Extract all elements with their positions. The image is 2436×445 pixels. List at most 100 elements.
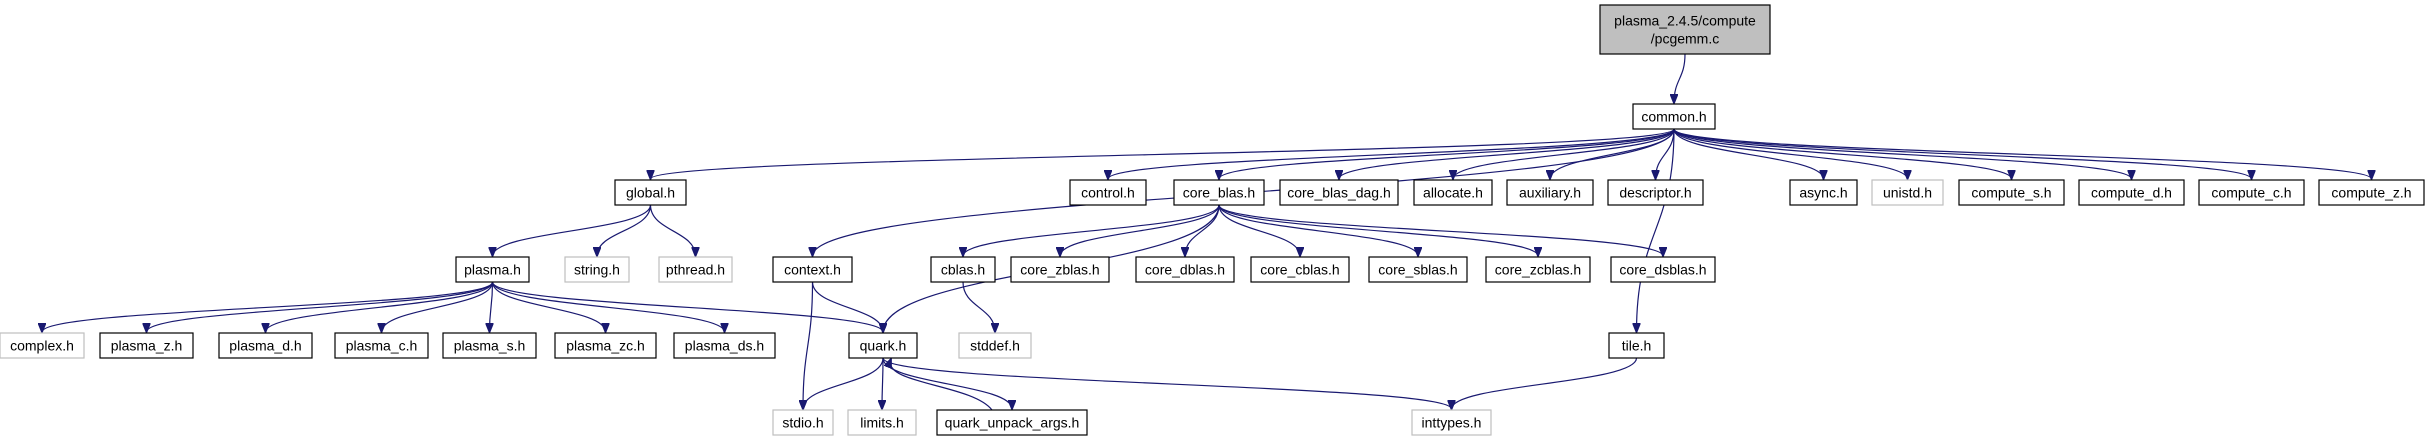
node-box	[1958, 179, 2065, 206]
node-root[interactable]: plasma_2.4.5/compute/pcgemm.c	[1599, 4, 1771, 55]
node-box	[2198, 179, 2305, 206]
node-label: pthread.h	[666, 262, 725, 278]
node-inttypes-h[interactable]: inttypes.h	[1411, 409, 1492, 436]
node-label: plasma_2.4.5/compute	[1614, 13, 1756, 29]
node-label: control.h	[1081, 185, 1135, 201]
node-box	[1485, 256, 1591, 283]
node-complex-h[interactable]: complex.h	[0, 332, 85, 359]
edge-common-h-to-tile-h	[1637, 128, 1675, 332]
node-box	[1368, 256, 1468, 283]
node-string-h[interactable]: string.h	[564, 256, 630, 283]
node-core-blas-h[interactable]: core_blas.h	[1173, 179, 1265, 206]
node-stddef-h[interactable]: stddef.h	[958, 332, 1032, 359]
node-box	[1413, 179, 1493, 206]
node-label: plasma_s.h	[454, 338, 526, 354]
node-async-h[interactable]: async.h	[1789, 179, 1858, 206]
edge-tile-h-to-inttypes-h	[1452, 357, 1638, 409]
node-label: async.h	[1799, 185, 1847, 201]
node-label: core_cblas.h	[1260, 262, 1339, 278]
edge-plasma-h-to-complex-h	[42, 281, 494, 332]
node-label: plasma_c.h	[346, 338, 418, 354]
node-unistd-h[interactable]: unistd.h	[1871, 179, 1944, 206]
node-box	[1506, 179, 1594, 206]
node-label: compute_d.h	[2091, 185, 2172, 201]
node-label: string.h	[574, 262, 620, 278]
node-box	[930, 256, 996, 283]
node-box	[334, 332, 429, 359]
edge-context-h-to-quark-h	[811, 281, 884, 332]
node-box	[442, 332, 537, 359]
node-box	[658, 256, 733, 283]
node-label: auxiliary.h	[1519, 185, 1581, 201]
node-cblas-h[interactable]: cblas.h	[930, 256, 996, 283]
node-label: global.h	[626, 185, 675, 201]
node-descriptor-h[interactable]: descriptor.h	[1607, 179, 1704, 206]
node-box	[848, 332, 918, 359]
node-label: cblas.h	[941, 262, 985, 278]
edge-global-h-to-plasma-h	[493, 204, 652, 256]
node-box	[1173, 179, 1265, 206]
node-label: plasma.h	[464, 262, 521, 278]
node-box	[1607, 179, 1704, 206]
node-core-cblas-h[interactable]: core_cblas.h	[1250, 256, 1350, 283]
edge-common-h-to-compute-c-h	[1673, 128, 2252, 179]
node-box	[1250, 256, 1350, 283]
edges-layer	[42, 53, 2372, 411]
node-box	[772, 409, 834, 436]
node-plasma-ds-h[interactable]: plasma_ds.h	[673, 332, 776, 359]
edge-cblas-h-to-stddef-h	[962, 281, 995, 332]
node-box	[0, 332, 85, 359]
node-label: allocate.h	[1423, 185, 1483, 201]
node-plasma-z-h[interactable]: plasma_z.h	[99, 332, 194, 359]
node-label: compute_c.h	[2211, 185, 2291, 201]
node-quark-unpack-args-h[interactable]: quark_unpack_args.h	[936, 409, 1088, 436]
node-core-zcblas-h[interactable]: core_zcblas.h	[1485, 256, 1591, 283]
node-pthread-h[interactable]: pthread.h	[658, 256, 733, 283]
node-plasma-c-h[interactable]: plasma_c.h	[334, 332, 429, 359]
node-tile-h[interactable]: tile.h	[1608, 332, 1665, 359]
node-global-h[interactable]: global.h	[614, 179, 687, 206]
node-box	[1610, 256, 1716, 283]
node-compute-d-h[interactable]: compute_d.h	[2078, 179, 2185, 206]
node-box	[1411, 409, 1492, 436]
node-compute-c-h[interactable]: compute_c.h	[2198, 179, 2305, 206]
node-box	[1135, 256, 1235, 283]
edge-root-to-common-h	[1674, 53, 1686, 103]
node-box	[1871, 179, 1944, 206]
node-core-blas-dag-h[interactable]: core_blas_dag.h	[1279, 179, 1399, 206]
node-plasma-zc-h[interactable]: plasma_zc.h	[554, 332, 657, 359]
node-box	[673, 332, 776, 359]
node-control-h[interactable]: control.h	[1069, 179, 1147, 206]
edge-common-h-to-compute-z-h	[1673, 128, 2372, 179]
node-core-dblas-h[interactable]: core_dblas.h	[1135, 256, 1235, 283]
node-label: compute_s.h	[1971, 185, 2051, 201]
edge-core-blas-h-to-core-dblas-h	[1185, 204, 1220, 256]
node-core-dsblas-h[interactable]: core_dsblas.h	[1610, 256, 1716, 283]
edge-common-h-to-core-blas-h	[1219, 128, 1675, 179]
node-common-h[interactable]: common.h	[1632, 103, 1716, 130]
node-box	[1632, 103, 1716, 130]
node-limits-h[interactable]: limits.h	[847, 409, 917, 436]
edge-common-h-to-async-h	[1673, 128, 1824, 179]
node-core-sblas-h[interactable]: core_sblas.h	[1368, 256, 1468, 283]
node-auxiliary-h[interactable]: auxiliary.h	[1506, 179, 1594, 206]
node-context-h[interactable]: context.h	[772, 256, 853, 283]
node-plasma-d-h[interactable]: plasma_d.h	[218, 332, 313, 359]
edge-quark-unpack-args-h-to-quark-h	[890, 359, 993, 411]
node-box	[455, 256, 530, 283]
node-label: complex.h	[10, 338, 74, 354]
node-allocate-h[interactable]: allocate.h	[1413, 179, 1493, 206]
node-quark-h[interactable]: quark.h	[848, 332, 918, 359]
node-compute-z-h[interactable]: compute_z.h	[2318, 179, 2425, 206]
node-box	[614, 179, 687, 206]
edge-common-h-to-global-h	[651, 128, 1675, 179]
node-core-zblas-h[interactable]: core_zblas.h	[1010, 256, 1110, 283]
node-compute-s-h[interactable]: compute_s.h	[1958, 179, 2065, 206]
node-label: core_zblas.h	[1020, 262, 1099, 278]
node-plasma-s-h[interactable]: plasma_s.h	[442, 332, 537, 359]
node-label: tile.h	[1622, 338, 1652, 354]
node-plasma-h[interactable]: plasma.h	[455, 256, 530, 283]
node-stdio-h[interactable]: stdio.h	[772, 409, 834, 436]
node-label: core_sblas.h	[1378, 262, 1457, 278]
node-label: descriptor.h	[1619, 185, 1691, 201]
